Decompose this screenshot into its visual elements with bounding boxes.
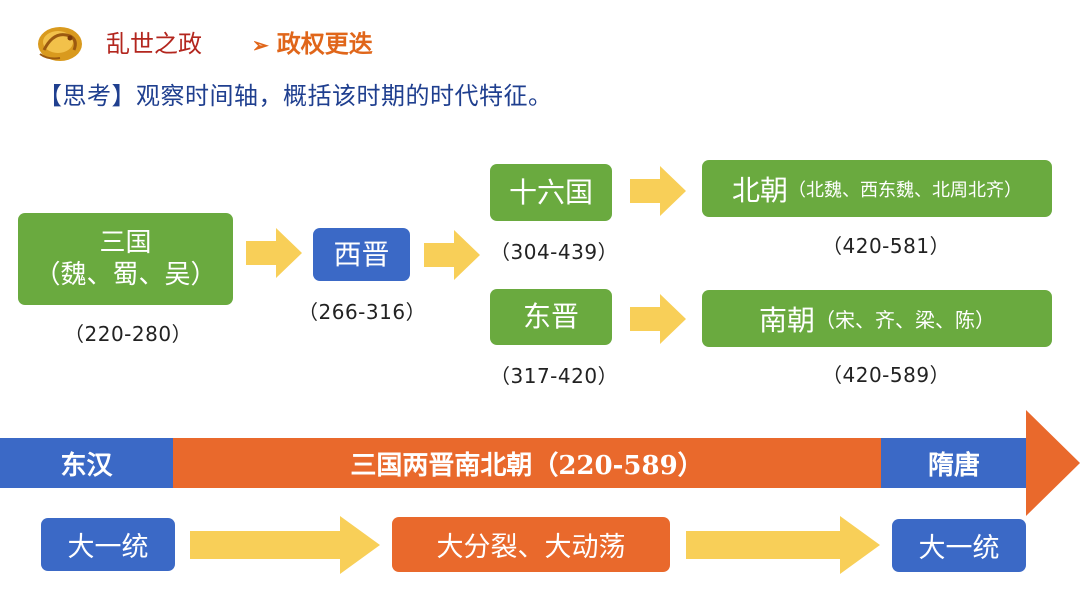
timeline-sui-tang: 隋唐 [881, 438, 1027, 488]
sub-title-text: 政权更迭 [276, 29, 373, 58]
box-western-jin: 西晋 [313, 228, 410, 281]
sixteen-kingdoms-label: 十六国 [508, 175, 593, 209]
feature-unity-after-label: 大一统 [918, 533, 1000, 564]
feature-division: 大分裂、大动荡 [392, 517, 670, 572]
timeline-eastern-han-label: 东汉 [60, 450, 113, 481]
arrow-right-icon [630, 166, 686, 216]
northern-dynasties-label: 北朝 [731, 173, 788, 207]
chevron-right-icon: ➢ [252, 33, 269, 57]
section-title: 乱世之政 [106, 30, 202, 58]
box-eastern-jin: 东晋 [490, 289, 612, 345]
dragon-logo-icon [38, 27, 82, 61]
arrow-right-icon [424, 230, 480, 280]
southern-dynasties-label: 南朝 [758, 303, 815, 337]
box-southern-dynasties: 南朝 （宋、齐、梁、陈） [702, 290, 1052, 347]
western-jin-label: 西晋 [333, 237, 390, 271]
eastern-jin-date: （317-420） [490, 364, 619, 388]
timeline-arrowhead-icon [1026, 410, 1080, 516]
feature-unity-after: 大一统 [892, 519, 1026, 572]
timeline-disunity-period: 三国两晋南北朝（220-589） [173, 438, 881, 488]
timeline-sui-tang-label: 隋唐 [927, 450, 980, 481]
northern-dynasties-date: （420-581） [822, 234, 951, 258]
arrow-right-icon [246, 228, 302, 278]
three-kingdoms-members: （魏、蜀、吴） [34, 260, 217, 290]
western-jin-date: （266-316） [298, 300, 427, 324]
arrow-right-icon [190, 516, 380, 574]
southern-dynasties-detail: （宋、齐、梁、陈） [815, 308, 995, 332]
box-sixteen-kingdoms: 十六国 [490, 164, 612, 221]
feature-unity-before: 大一统 [41, 518, 175, 571]
southern-dynasties-date: （420-589） [822, 363, 951, 387]
sub-title: ➢ 政权更迭 [252, 24, 373, 59]
box-three-kingdoms: 三国 （魏、蜀、吴） [18, 213, 233, 305]
box-northern-dynasties: 北朝 （北魏、西东魏、北周北齐） [702, 160, 1052, 217]
question-prompt: 【思考】观察时间轴，概括该时期的时代特征。 [38, 82, 553, 110]
three-kingdoms-date: （220-280） [64, 322, 193, 346]
three-kingdoms-title: 三国 [99, 228, 152, 258]
northern-dynasties-detail: （北魏、西东魏、北周北齐） [788, 179, 1022, 201]
arrow-right-icon [630, 294, 686, 344]
timeline-disunity-label: 三国两晋南北朝（220-589） [350, 450, 704, 481]
timeline-eastern-han: 东汉 [0, 438, 173, 488]
feature-unity-before-label: 大一统 [67, 532, 149, 563]
arrow-right-icon [686, 516, 880, 574]
feature-division-label: 大分裂、大动荡 [436, 532, 626, 563]
eastern-jin-label: 东晋 [522, 300, 579, 333]
sixteen-kingdoms-date: （304-439） [490, 240, 619, 264]
